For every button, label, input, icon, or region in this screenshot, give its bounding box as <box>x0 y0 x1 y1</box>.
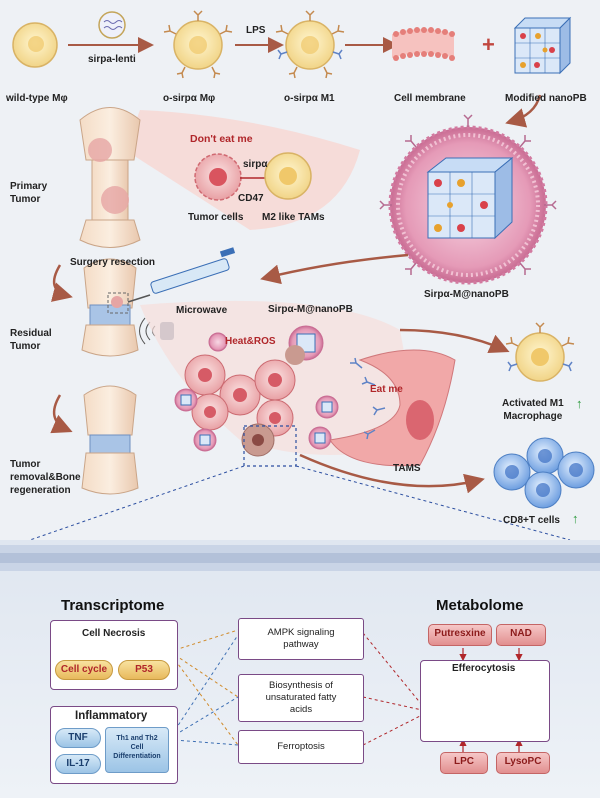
tumor-cell-callout <box>194 153 242 201</box>
th-differentiation-pill: Th1 and Th2 Cell Differentiation <box>105 727 169 773</box>
dont-eat-me-label: Don't eat me <box>190 133 253 145</box>
syringe-icon <box>127 247 236 303</box>
small-particle-label: Sirpα-M@nanoPB <box>268 304 353 315</box>
plus-sign: + <box>482 32 495 57</box>
zoom-box <box>243 425 297 467</box>
cell-necrosis-title: Cell Necrosis <box>82 628 146 639</box>
arrow-to-particle <box>505 94 542 128</box>
ampk-box: AMPK signaling pathway <box>238 618 364 660</box>
eat-me-label: Eat me <box>370 384 403 395</box>
primary-tumor-label: Primary Tumor <box>10 181 48 205</box>
activated-m1-cell <box>505 322 575 382</box>
zoom-line-right <box>295 465 571 541</box>
arrow-to-cd8 <box>299 453 485 494</box>
metabolome-arrows <box>459 648 523 752</box>
bone-regenerated <box>81 385 139 495</box>
cell-membrane-label: Cell membrane <box>394 93 466 104</box>
m2-tam-callout <box>264 152 312 200</box>
bone-residual-tumor <box>81 258 139 357</box>
lpc-pill: LPC <box>440 752 488 774</box>
tnf-pill: TNF <box>55 728 101 748</box>
bone-primary-tumor <box>79 107 141 248</box>
efferocytosis-box <box>420 660 550 742</box>
residual-tumor-label: Residual Tumor <box>10 328 52 352</box>
cd47-label: CD47 <box>238 193 264 204</box>
p53-pill: P53 <box>118 660 170 680</box>
o-sirpa-mphi-label: o-sirpα Mφ <box>163 93 216 104</box>
tams-label: TAMS <box>393 463 421 474</box>
connection-lines <box>174 629 423 746</box>
zoom-line-left <box>29 465 245 541</box>
activated-m1-label: Activated M1 Macrophage <box>502 398 564 422</box>
tumor-cluster <box>184 345 305 457</box>
o-sirpa-m1-cell <box>275 10 345 79</box>
wild-type-cell <box>12 22 58 68</box>
metabolome-title: Metabolome <box>436 597 524 614</box>
arrow-removal <box>50 394 73 434</box>
lysopc-pill: LysoPC <box>496 752 550 774</box>
nad-pill: NAD <box>496 624 546 646</box>
modified-nanopb-label: Modified nanoPB <box>505 93 587 104</box>
nanopb-cube-icon <box>513 16 572 75</box>
m1-up-arrow: ↑ <box>576 396 583 411</box>
arrow-surgery <box>50 264 73 302</box>
heat-ros-label: Heat&ROS <box>225 336 276 347</box>
cd8-up-arrow: ↑ <box>572 511 579 526</box>
tumor-cells-label: Tumor cells <box>188 212 244 223</box>
m2-tams-label: M2 like TAMs <box>262 212 325 223</box>
membrane-band <box>0 545 600 571</box>
arrow-to-syringe <box>260 253 409 285</box>
removal-regeneration-label: Tumor removal&Bone regeneration <box>10 459 81 496</box>
ferroptosis-box: Ferroptosis <box>238 730 364 764</box>
callout-bubble <box>125 110 360 230</box>
tam-crescent <box>329 349 456 467</box>
putresxine-pill: Putresxine <box>428 624 492 646</box>
cd8-label: CD8+T cells <box>503 515 560 526</box>
microwave-label: Microwave <box>176 305 228 316</box>
o-sirpa-mphi-cell <box>163 10 233 79</box>
transcriptome-title: Transcriptome <box>61 597 165 614</box>
particle-label: Sirpα-M@nanoPB <box>424 289 509 300</box>
efferocytosis-title: Efferocytosis <box>452 663 516 674</box>
sirpa-lenti-label: sirpa-lenti <box>88 54 136 65</box>
il17-pill: IL-17 <box>55 754 101 774</box>
cd8-t-cells <box>493 437 595 509</box>
cell-membrane-icon <box>392 27 455 61</box>
wild-type-label: wild-type Mφ <box>6 93 68 104</box>
inflammatory-title: Inflammatory <box>75 710 148 722</box>
lentivirus-icon <box>98 11 126 39</box>
surgery-resection-label: Surgery resection <box>70 257 156 268</box>
particles-around <box>174 332 339 452</box>
arrow-to-m1 <box>399 328 510 354</box>
sirpa-m-nanopb-particle <box>379 114 557 285</box>
o-sirpa-m1-label: o-sirpα M1 <box>284 93 335 104</box>
lps-label: LPS <box>246 25 266 36</box>
biosynthesis-box: Biosynthesis of unsaturated fatty acids <box>238 674 364 722</box>
sirpa-label: sirpα <box>243 159 268 170</box>
cell-cycle-pill: Cell cycle <box>55 660 113 680</box>
